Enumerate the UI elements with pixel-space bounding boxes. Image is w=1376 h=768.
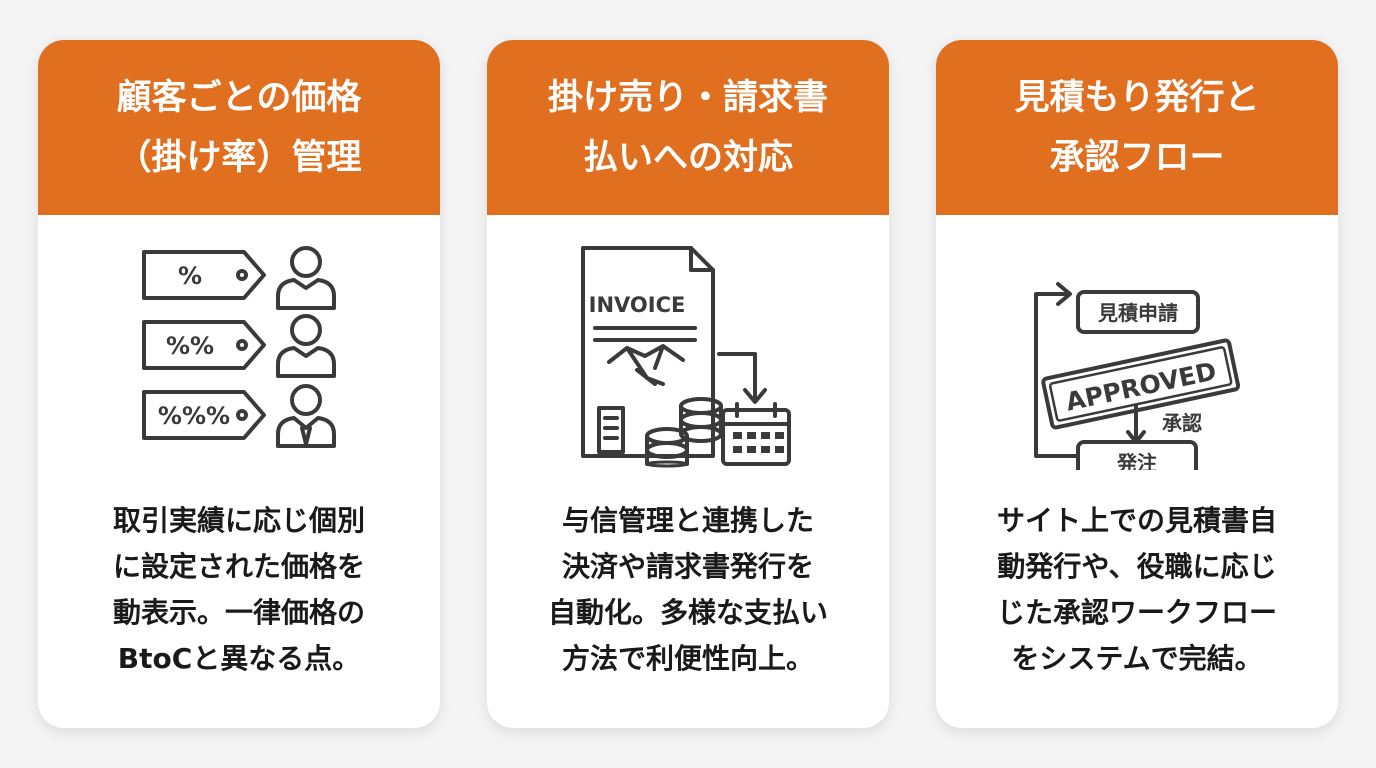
price-tag-icon	[142, 250, 266, 300]
request-label: 見積申請	[1098, 301, 1178, 325]
desc-line: BtoCと異なる点。	[117, 642, 361, 675]
approve-label: 承認	[1162, 411, 1202, 435]
building-icon	[597, 406, 625, 454]
tag-label: %%%	[158, 402, 230, 430]
desc-line: じた承認ワークフロー	[996, 596, 1277, 629]
desc-line: 自動化。多様な支払い	[547, 596, 828, 629]
invoice-document-icon	[581, 246, 715, 458]
card-title-line: 見積もり発行と	[1014, 77, 1260, 118]
tag-label: %%	[166, 332, 214, 360]
feature-card-approval: 見積もり発行と 承認フロー 見積申請 APPROVED 承認 発注 サイト上での…	[936, 40, 1338, 728]
card-title-line: 顧客ごとの価格	[116, 77, 362, 118]
card-description: サイト上での見積書自 動発行や、役職に応じ じた承認ワークフロー をシステムで完…	[936, 498, 1338, 682]
price-tag-icon	[142, 320, 266, 370]
order-box	[1076, 440, 1198, 470]
card-title-line: 払いへの対応	[582, 137, 793, 178]
loop-arrow-icon	[1034, 282, 1080, 458]
approved-stamp-icon	[1041, 338, 1241, 430]
price-tag-icon	[142, 390, 266, 440]
card-title-line: 掛け売り・請求書	[547, 77, 828, 118]
card-title-line: （掛け率）管理	[116, 137, 362, 178]
desc-line: 取引実績に応じ個別	[112, 504, 365, 537]
calendar-icon	[721, 402, 791, 466]
invoice-payment-icon: INVOICE	[581, 246, 791, 468]
card-header: 掛け売り・請求書 払いへの対応	[487, 40, 889, 215]
businessperson-icon	[276, 384, 336, 448]
desc-line: サイト上での見積書自	[996, 504, 1277, 537]
feature-card-invoice: 掛け売り・請求書 払いへの対応	[487, 40, 889, 728]
card-description: 与信管理と連携した 決済や請求書発行を 自動化。多様な支払い 方法で利便性向上。	[487, 498, 889, 682]
person-icon	[276, 246, 336, 310]
arrow-icon	[717, 352, 767, 404]
handshake-icon	[607, 344, 685, 386]
price-tags-customers-icon: % %% %%%	[142, 246, 336, 448]
request-box	[1076, 290, 1200, 334]
desc-line: 方法で利便性向上。	[561, 642, 814, 675]
card-description: 取引実績に応じ個別 に設定された価格を 動表示。一律価格の BtoCと異なる点。	[38, 498, 440, 682]
desc-line: 決済や請求書発行を	[561, 550, 814, 583]
desc-line: 動発行や、役職に応じ	[997, 550, 1277, 583]
feature-card-pricing: 顧客ごとの価格 （掛け率）管理	[38, 40, 440, 728]
desc-line: をシステムで完結。	[1011, 642, 1263, 675]
desc-line: 動表示。一律価格の	[112, 596, 365, 629]
desc-line: に設定された価格を	[112, 550, 365, 583]
card-header: 顧客ごとの価格 （掛け率）管理	[38, 40, 440, 215]
approval-flow-icon: 見積申請 APPROVED 承認 発注	[1034, 282, 1241, 470]
invoice-label: INVOICE	[589, 293, 686, 317]
tag-label: %	[178, 262, 202, 290]
card-header: 見積もり発行と 承認フロー	[936, 40, 1338, 215]
desc-line: 与信管理と連携した	[561, 504, 814, 537]
card-title-line: 承認フロー	[1049, 137, 1225, 178]
order-label: 発注	[1116, 451, 1157, 470]
person-icon	[276, 314, 336, 378]
